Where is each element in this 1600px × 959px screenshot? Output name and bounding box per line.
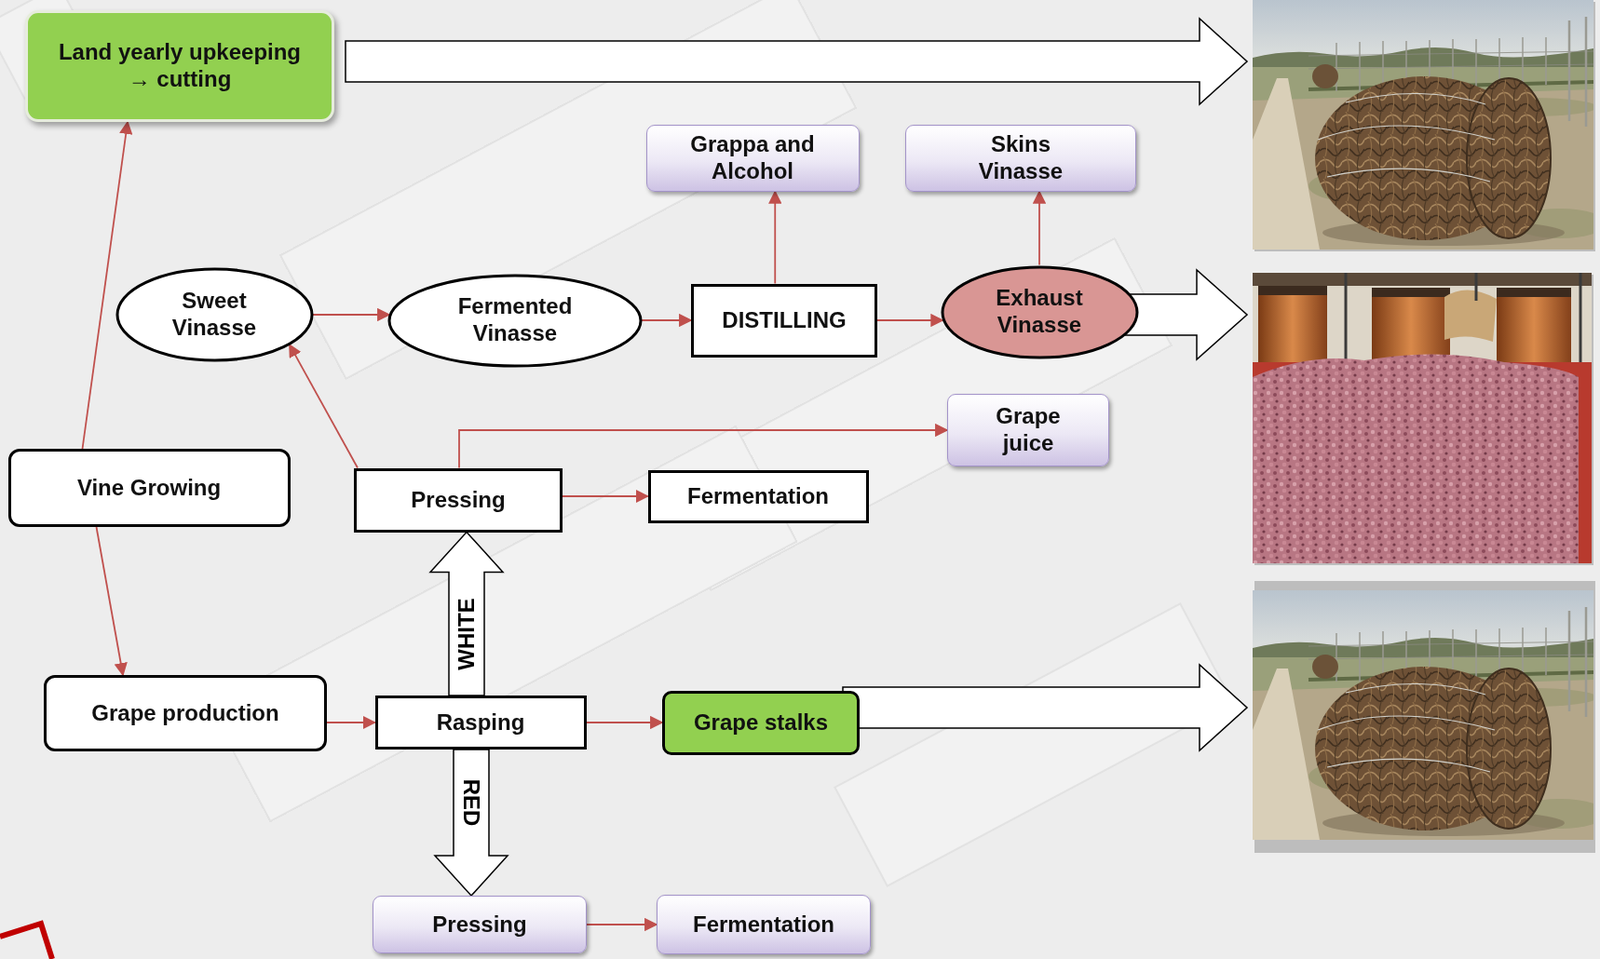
node-label: Grappa and Alcohol [673, 131, 832, 186]
node-label: Vine Growing [77, 474, 221, 502]
activity-box: Grape production [43, 675, 327, 752]
flow-arrow [773, 191, 776, 285]
vine-cuttings-bale-photo [1252, 0, 1600, 250]
flow-arrow [96, 527, 124, 676]
ellipse-shape [942, 267, 1138, 358]
process-box: Rasping [375, 695, 587, 750]
product-box: Grappa and Alcohol [646, 124, 860, 192]
product-box: Grape juice [947, 393, 1110, 467]
node-label: Land yearly upkeeping → cutting [49, 39, 311, 94]
output-arrow [842, 664, 1248, 751]
edge-label: RED [459, 777, 484, 829]
activity-box: Vine Growing [8, 448, 291, 528]
node-label: Exhaust Vinasse [978, 284, 1100, 339]
node-label: Pressing [410, 487, 505, 515]
node-label: Sweet Vinasse [153, 287, 275, 342]
ellipse-shape [117, 269, 312, 361]
node-label: Pressing [432, 911, 527, 939]
watermark [0, 0, 1234, 887]
flow-arrow [877, 319, 943, 322]
flow-arrow [312, 313, 391, 316]
ellipse-shape [389, 275, 641, 367]
node-label: Fermentation [687, 483, 829, 511]
corner-mark [0, 923, 53, 959]
edge-label: WHITE [454, 596, 479, 672]
node-label: DISTILLING [721, 307, 846, 335]
flow-arrow [82, 122, 129, 449]
node-label: Rasping [436, 709, 526, 737]
flow-arrow [641, 319, 692, 322]
node-label: Grape production [91, 700, 279, 728]
node-label: Skins Vinasse [950, 131, 1091, 186]
flow-arrow [326, 721, 376, 724]
flow-arrow [289, 344, 358, 468]
activity-box: Land yearly upkeeping → cutting [25, 10, 335, 123]
node-label: Grape juice [976, 403, 1080, 458]
flow-arrow [586, 721, 664, 724]
exhaust-vinasse-photo [1252, 272, 1592, 564]
product-box: Skins Vinasse [905, 124, 1137, 192]
flow-arrow [586, 923, 657, 926]
residue-box: Grape stalks [662, 691, 860, 756]
block-arrow [434, 749, 508, 896]
block-arrow [430, 532, 503, 697]
node-label: Fermented Vinasse [440, 293, 590, 348]
residue-ellipse: Exhaust Vinasse [940, 265, 1139, 360]
process-box: Pressing [353, 468, 563, 533]
node-label: Grape stalks [693, 709, 828, 737]
node-label: Fermentation [692, 911, 835, 939]
process-box: DISTILLING [691, 284, 878, 358]
process-box: Fermentation [648, 470, 869, 524]
flow-arrow [1038, 191, 1041, 266]
process-box: Fermentation [656, 894, 871, 955]
output-arrow [345, 18, 1248, 105]
grape-stalks-bale-photo [1252, 590, 1600, 841]
process-box: Pressing [372, 895, 587, 954]
flow-arrow [459, 430, 948, 469]
flow-arrow [562, 495, 649, 498]
material-ellipse: Sweet Vinasse [115, 267, 314, 363]
material-ellipse: Fermented Vinasse [387, 273, 643, 368]
